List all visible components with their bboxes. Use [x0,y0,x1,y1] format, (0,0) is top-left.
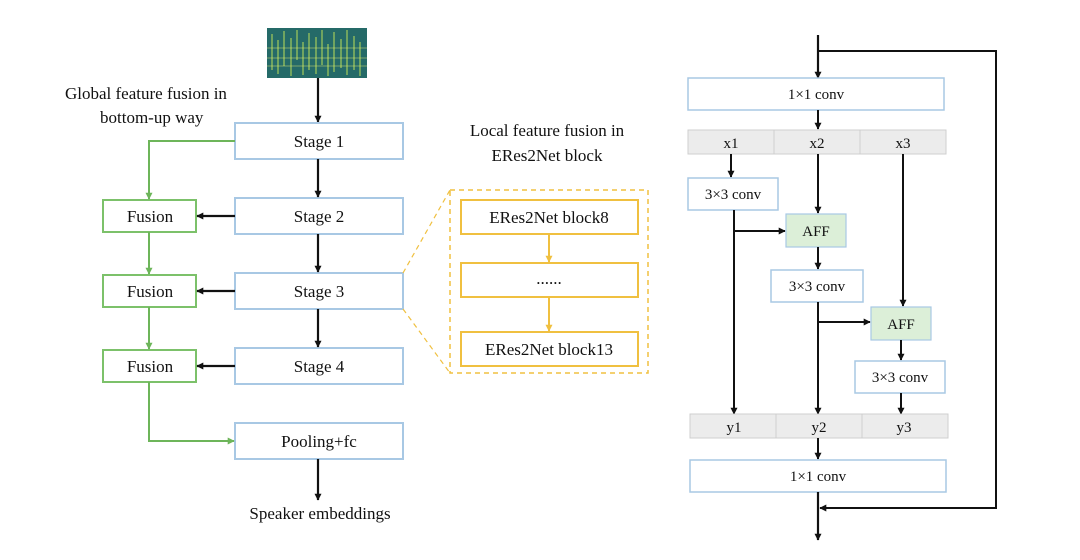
fusion-box-3: Fusion [102,349,197,383]
aff-b-box: AFF [870,306,932,341]
split-x3-label: x3 [896,136,911,152]
global-fusion-caption-line2: bottom-up way [100,108,204,127]
fusion-3-label: Fusion [127,357,174,376]
conv1x1-top-label: 1×1 conv [788,87,845,103]
fusion-1-label: Fusion [127,207,174,226]
fusion-box-1: Fusion [102,199,197,233]
aff-b-label: AFF [887,317,915,333]
stage-3-label: Stage 3 [294,282,345,301]
pooling-fc-label: Pooling+fc [281,432,357,451]
zoom-line-bottom [402,308,451,374]
conv3x3-c-box: 3×3 conv [854,360,946,394]
zoom-line-top [402,189,451,274]
residual-connection-arrow [818,50,997,512]
pooling-fc-box: Pooling+fc [234,422,404,460]
conv1x1-bottom-box: 1×1 conv [689,459,947,493]
conv1x1-bottom-label: 1×1 conv [790,469,847,485]
local-fusion-caption-line1: Local feature fusion in [470,121,625,140]
eres2net-ellipsis-label: ...... [536,269,562,288]
aff-a-label: AFF [802,224,830,240]
concat-y1-label: y1 [727,420,742,436]
local-fusion-caption-line2: ERes2Net block [492,146,603,165]
aff-a-box: AFF [785,213,847,248]
conv1x1-top-box: 1×1 conv [687,77,945,111]
split-x2-label: x2 [810,136,825,152]
split-bar: x1 x2 x3 [687,129,947,155]
stage-2-label: Stage 2 [294,207,345,226]
eres2net-ellipsis-box: ...... [460,262,639,298]
concat-y3-label: y3 [897,420,912,436]
stage-4-label: Stage 4 [294,357,345,376]
concat-y2-label: y2 [812,420,827,436]
arrow-fusion3-pooling [148,382,235,445]
stage-2-box: Stage 2 [234,197,404,235]
stage-4-box: Stage 4 [234,347,404,385]
conv3x3-c-label: 3×3 conv [872,370,929,386]
global-fusion-caption-line1: Global feature fusion in [65,84,227,103]
eres2net-blocks-container [449,189,649,374]
eres2net-block13-label: ERes2Net block13 [485,340,613,359]
fusion-2-label: Fusion [127,282,174,301]
eres2net-block13-box: ERes2Net block13 [460,331,639,367]
eres2net-block8-box: ERes2Net block8 [460,199,639,235]
stage-1-box: Stage 1 [234,122,404,160]
stage-1-label: Stage 1 [294,132,345,151]
split-x1-label: x1 [724,136,739,152]
conv3x3-a-box: 3×3 conv [687,177,779,211]
concat-bar: y1 y2 y3 [689,413,949,439]
stage-3-box: Stage 3 [234,272,404,310]
conv3x3-b-label: 3×3 conv [789,279,846,295]
conv3x3-a-label: 3×3 conv [705,187,762,203]
speaker-embeddings-label: Speaker embeddings [249,504,390,523]
conv3x3-b-box: 3×3 conv [770,269,864,303]
spectrogram-image [267,28,367,78]
arrow-stage1-fusion1 [145,140,235,200]
eres2net-block8-label: ERes2Net block8 [489,208,608,227]
fusion-box-2: Fusion [102,274,197,308]
